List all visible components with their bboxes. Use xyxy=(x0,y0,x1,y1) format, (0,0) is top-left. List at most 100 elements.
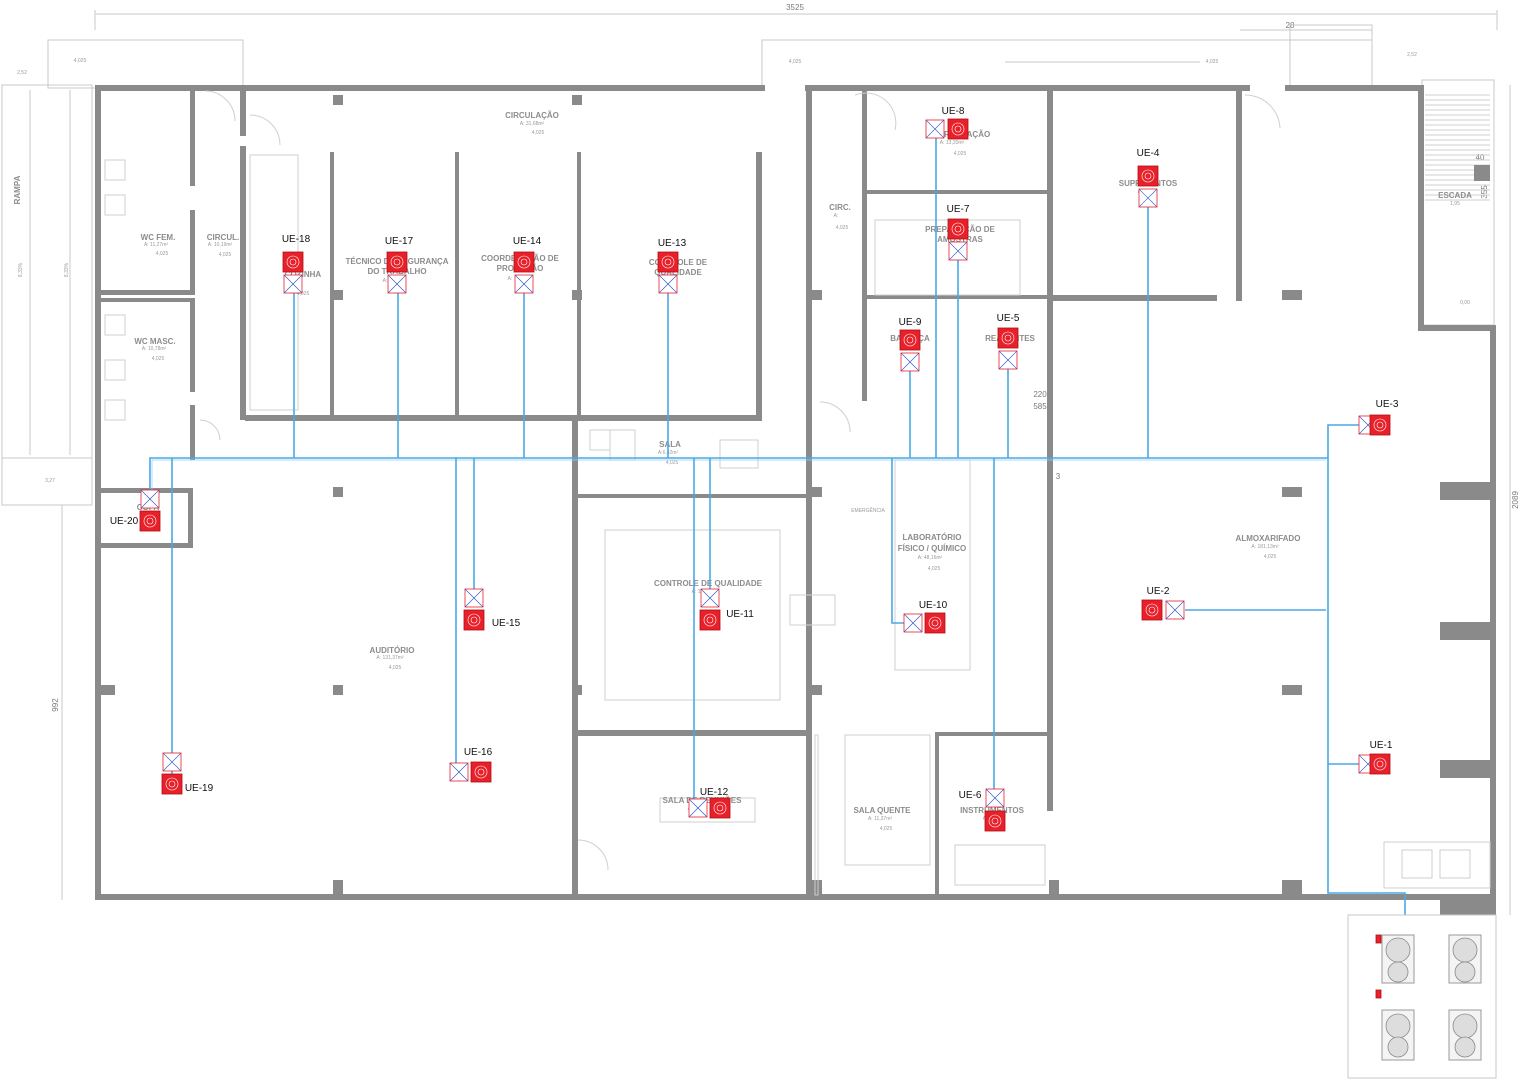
indoor-unit-ue-4: UE-4 xyxy=(1137,148,1160,208)
indoor-unit-ue-14: UE-14 xyxy=(513,236,542,294)
indoor-unit-ue-5: UE-5 xyxy=(997,313,1020,370)
indoor-unit-ue-6: UE-6 xyxy=(959,788,1006,832)
indoor-units: UE-1UE-2UE-3UE-4UE-5UE-6UE-7UE-8UE-9UE-1… xyxy=(110,106,1399,832)
unit-label: UE-19 xyxy=(185,783,214,794)
indoor-unit-ue-16: UE-16 xyxy=(449,747,493,783)
svg-text:WC MASC.: WC MASC. xyxy=(134,337,175,346)
outdoor-condenser-area xyxy=(1347,914,1497,1079)
unit-label: UE-17 xyxy=(385,236,414,247)
walls xyxy=(95,85,1496,915)
unit-label: UE-8 xyxy=(942,106,965,117)
dim-right-height: 2089 xyxy=(1511,491,1520,509)
exterior-outline xyxy=(1,24,1495,506)
svg-text:INSTRUMENTOS: INSTRUMENTOS xyxy=(960,806,1025,815)
dim-top-width: 3525 xyxy=(786,3,804,12)
grille-icon xyxy=(998,350,1018,370)
svg-text:FÍSICO / QUÍMICO: FÍSICO / QUÍMICO xyxy=(898,544,966,553)
level-l5: 2,52 xyxy=(1407,52,1417,58)
indoor-unit-ue-10: UE-10 xyxy=(903,600,948,634)
indoor-unit-ue-17: UE-17 xyxy=(385,236,414,294)
svg-text:4,025: 4,025 xyxy=(954,151,967,157)
indoor-unit-ue-8: UE-8 xyxy=(925,106,969,140)
svg-text:1,95: 1,95 xyxy=(1450,201,1460,207)
unit-label: UE-2 xyxy=(1147,586,1170,597)
indoor-unit-ue-15: UE-15 xyxy=(463,588,521,631)
furniture xyxy=(104,90,1491,896)
room-almoxarifado: ALMOXARIFADO A: 181,13m² 4,025 xyxy=(1236,534,1301,560)
grille-icon xyxy=(985,788,1005,808)
svg-text:LABORATÓRIO: LABORATÓRIO xyxy=(903,533,962,542)
level-l6: 3,27 xyxy=(45,478,55,484)
dim-left-height: 992 xyxy=(51,698,60,712)
dim-mid-b: 585 xyxy=(1033,402,1047,411)
grille-icon xyxy=(903,613,923,633)
svg-text:A:: A: xyxy=(383,278,388,284)
svg-text:4,025: 4,025 xyxy=(880,826,893,832)
unit-label: UE-3 xyxy=(1376,399,1399,410)
unit-label: UE-4 xyxy=(1137,148,1160,159)
svg-text:A: 11,: A: 11, xyxy=(692,589,705,595)
unit-label: UE-16 xyxy=(464,747,493,758)
grille-icon xyxy=(140,489,160,509)
cassette-icon xyxy=(709,797,731,819)
svg-text:A: 10,78m²: A: 10,78m² xyxy=(142,346,167,352)
svg-text:4,025: 4,025 xyxy=(928,566,941,572)
dim-mid-c: 3 xyxy=(1056,472,1061,481)
cassette-icon xyxy=(657,251,679,273)
svg-text:4,025: 4,025 xyxy=(1264,554,1277,560)
unit-label: UE-1 xyxy=(1370,740,1393,751)
dimension-lines: 3525 28 2089 992 40 355 220 585 3 xyxy=(51,3,1520,915)
unit-label: UE-6 xyxy=(959,790,982,801)
indoor-unit-ue-7: UE-7 xyxy=(947,204,970,261)
level-l4: 4,025 xyxy=(1206,59,1219,65)
svg-text:A: 13,20m²: A: 13,20m² xyxy=(940,140,965,146)
cassette-icon xyxy=(513,251,535,273)
svg-text:4,025: 4,025 xyxy=(152,356,165,362)
grille-icon xyxy=(900,352,920,372)
svg-text:SALA: SALA xyxy=(659,440,681,449)
level-l7: 0,00 xyxy=(1460,300,1470,306)
cassette-icon xyxy=(1369,753,1391,775)
grille-icon xyxy=(1138,188,1158,208)
cassette-icon xyxy=(947,118,969,140)
condenser-3 xyxy=(1381,1009,1415,1061)
cassette-icon xyxy=(282,251,304,273)
svg-text:AMOSTRAS: AMOSTRAS xyxy=(937,235,983,244)
cassette-icon xyxy=(1369,414,1391,436)
grille-icon xyxy=(688,798,708,818)
indoor-unit-ue-13: UE-13 xyxy=(657,238,687,294)
dim-stair-w: 40 xyxy=(1476,153,1485,162)
svg-text:A:: A: xyxy=(508,276,513,282)
grille-icon xyxy=(948,241,968,261)
svg-text:A: 11,37m²: A: 11,37m² xyxy=(868,816,892,822)
grille-icon xyxy=(283,274,303,294)
svg-text:QUALIDADE: QUALIDADE xyxy=(654,268,702,277)
room-circ: CIRC. A: 4,025 xyxy=(829,203,851,231)
grille-icon xyxy=(387,274,407,294)
svg-text:4,025: 4,025 xyxy=(532,130,545,136)
room-emergencia: EMERGÊNCIA xyxy=(851,506,885,514)
grille-icon xyxy=(162,752,182,772)
room-circul: CIRCUL. A: 10,19m² 4,025 xyxy=(207,233,239,258)
indoor-unit-ue-18: UE-18 xyxy=(282,234,311,294)
unit-label: UE-18 xyxy=(282,234,311,245)
cassette-icon xyxy=(470,761,492,783)
indoor-unit-ue-1: UE-1 xyxy=(1358,740,1393,775)
level-l1: 2,52 xyxy=(17,70,27,76)
grille-icon xyxy=(449,762,469,782)
room-sala-quente: SALA QUENTE A: 11,37m² 4,025 xyxy=(853,806,911,832)
cassette-icon xyxy=(139,510,161,532)
grille-icon xyxy=(925,119,945,139)
svg-text:WC FEM.: WC FEM. xyxy=(141,233,176,242)
svg-text:SALA QUENTE: SALA QUENTE xyxy=(853,806,911,815)
unit-label: UE-20 xyxy=(110,516,139,527)
room-sala: SALA A:6,42m² 4,025 xyxy=(658,440,681,466)
unit-label: UE-9 xyxy=(899,317,922,328)
cassette-icon xyxy=(924,612,946,634)
indoor-unit-ue-9: UE-9 xyxy=(899,317,922,372)
indoor-unit-ue-20: UE-20 xyxy=(110,489,161,532)
svg-text:4,025: 4,025 xyxy=(219,252,232,258)
svg-text:CONTROLE DE QUALIDADE: CONTROLE DE QUALIDADE xyxy=(654,579,763,588)
condenser-4 xyxy=(1448,1009,1482,1061)
svg-text:EMERGÊNCIA: EMERGÊNCIA xyxy=(851,506,885,514)
